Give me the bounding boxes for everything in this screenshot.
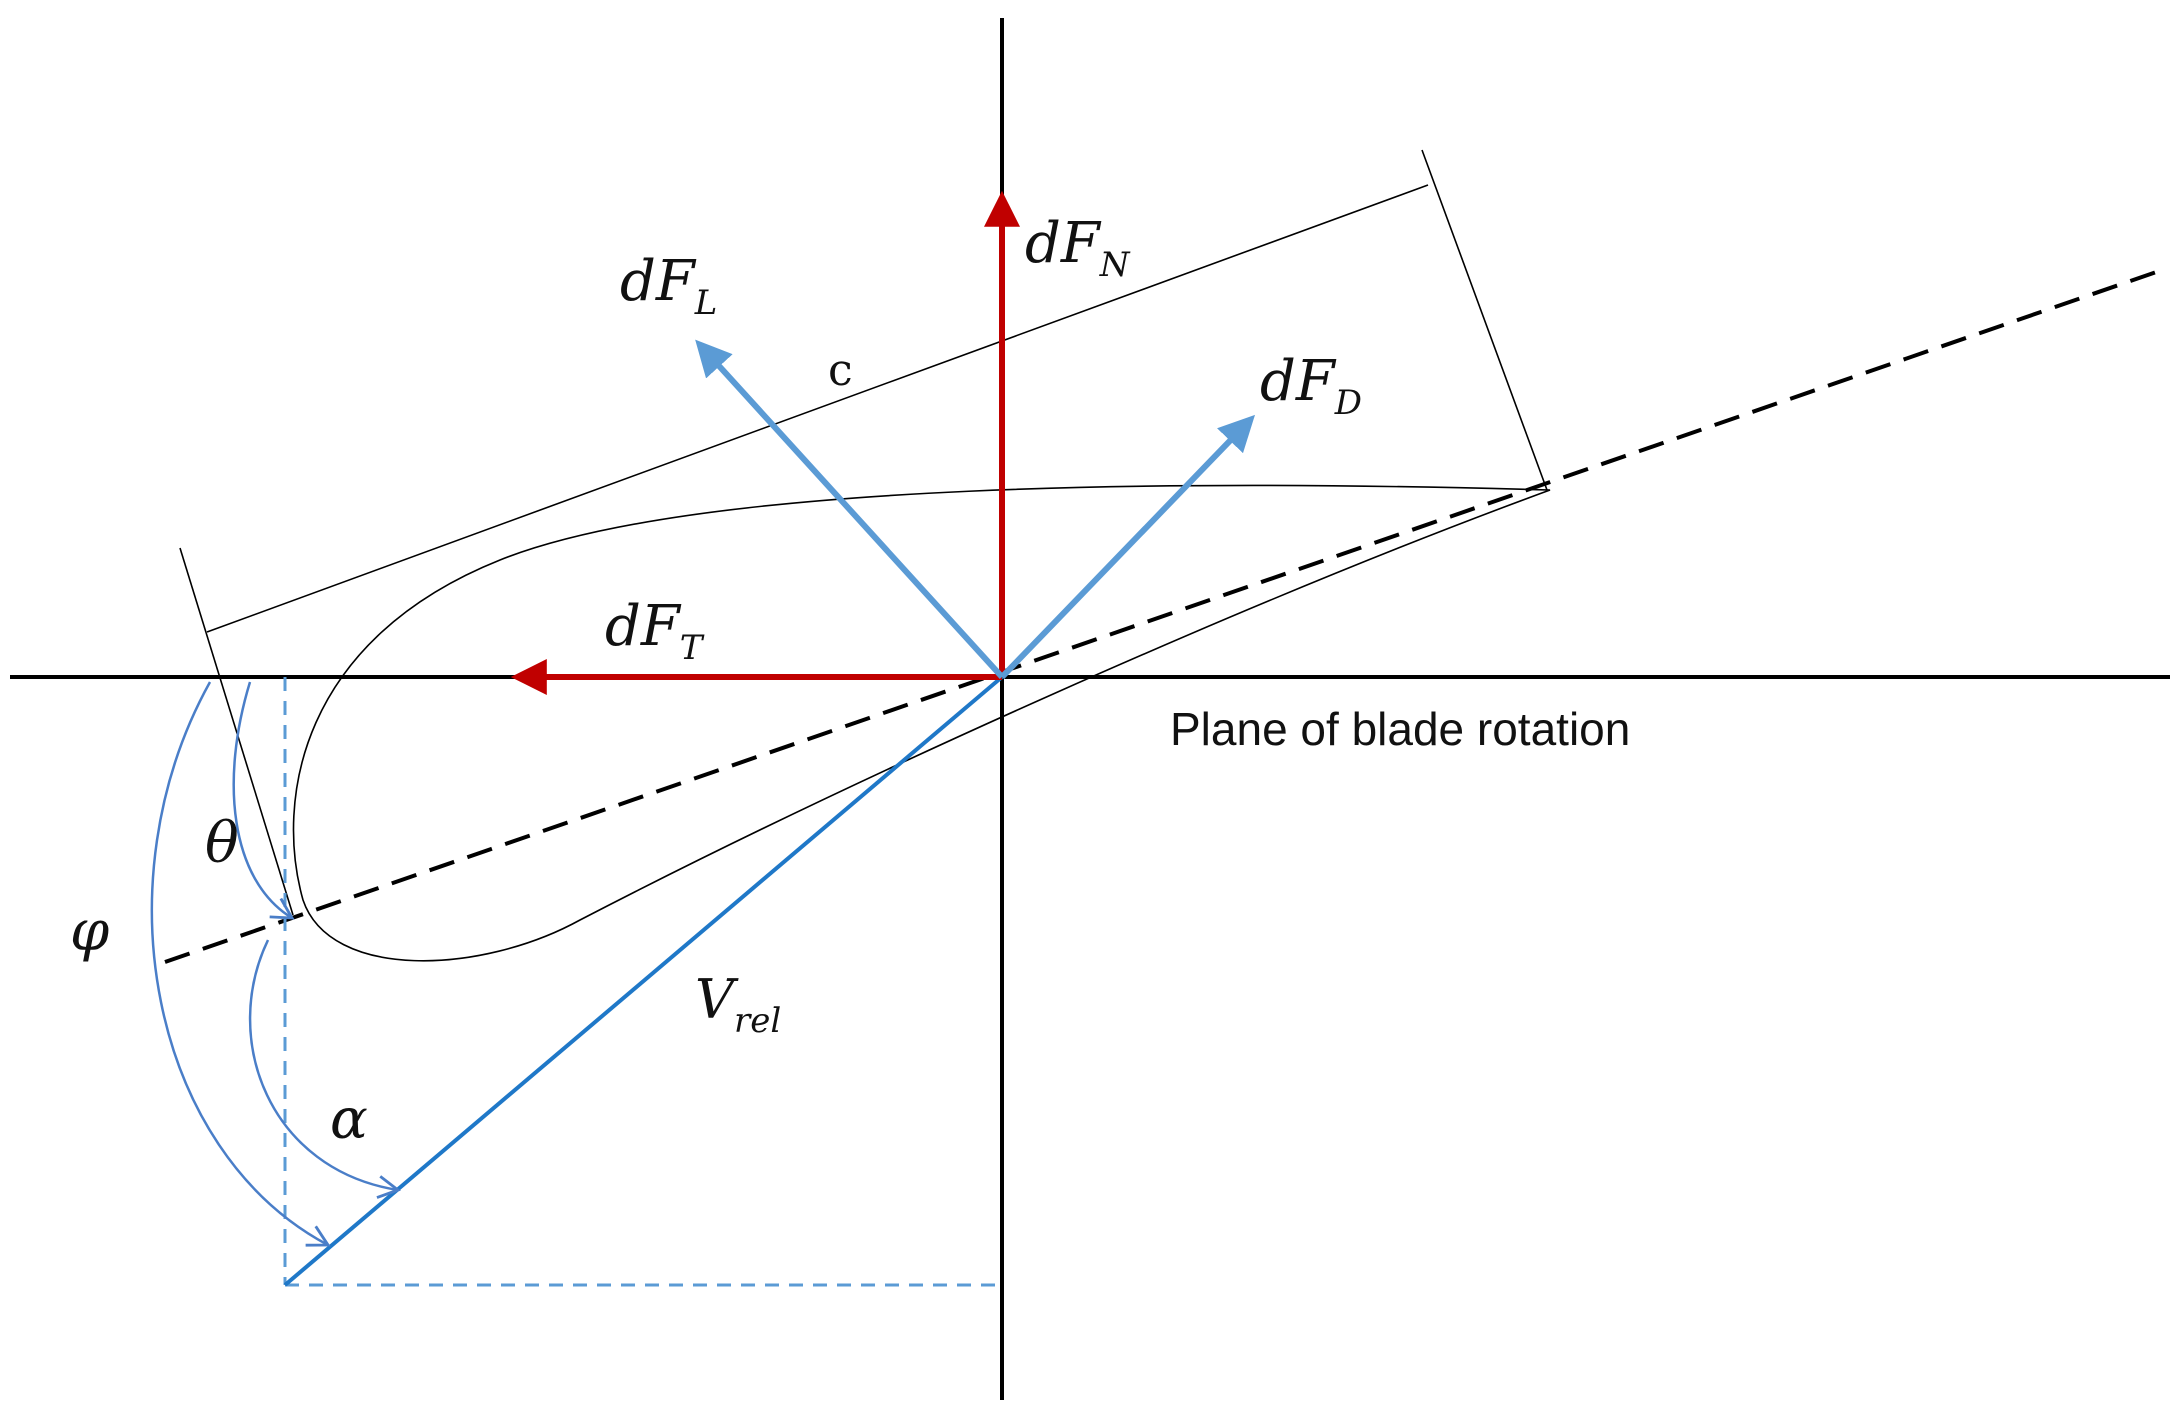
chord-extension-left	[179, 547, 294, 916]
theta-label: θ	[205, 811, 239, 876]
plane-of-rotation-label: Plane of blade rotation	[1170, 703, 1630, 755]
normal-force-label: dFN	[1025, 211, 1131, 285]
chord-label: c	[828, 345, 853, 396]
theta-arc	[232, 681, 295, 920]
chord-dimension-line	[206, 184, 1429, 633]
alpha-arc	[248, 939, 401, 1199]
chord-extension-right	[1421, 149, 1548, 491]
lift-force-arrow	[695, 339, 1005, 680]
tangential-force-label: dFT	[605, 594, 705, 668]
airfoil-outline	[292, 484, 1551, 962]
phi-arc	[150, 681, 331, 1247]
relative-velocity-label: Vrel	[695, 968, 781, 1041]
drag-force-label: dFD	[1260, 349, 1362, 423]
chord-line	[164, 268, 2163, 964]
alpha-label: α	[330, 1087, 368, 1152]
phi-label: φ	[70, 899, 109, 964]
lift-force-label: dFL	[620, 249, 717, 323]
relative-velocity-vector	[283, 675, 1004, 1287]
drag-force-arrow	[999, 414, 1255, 680]
